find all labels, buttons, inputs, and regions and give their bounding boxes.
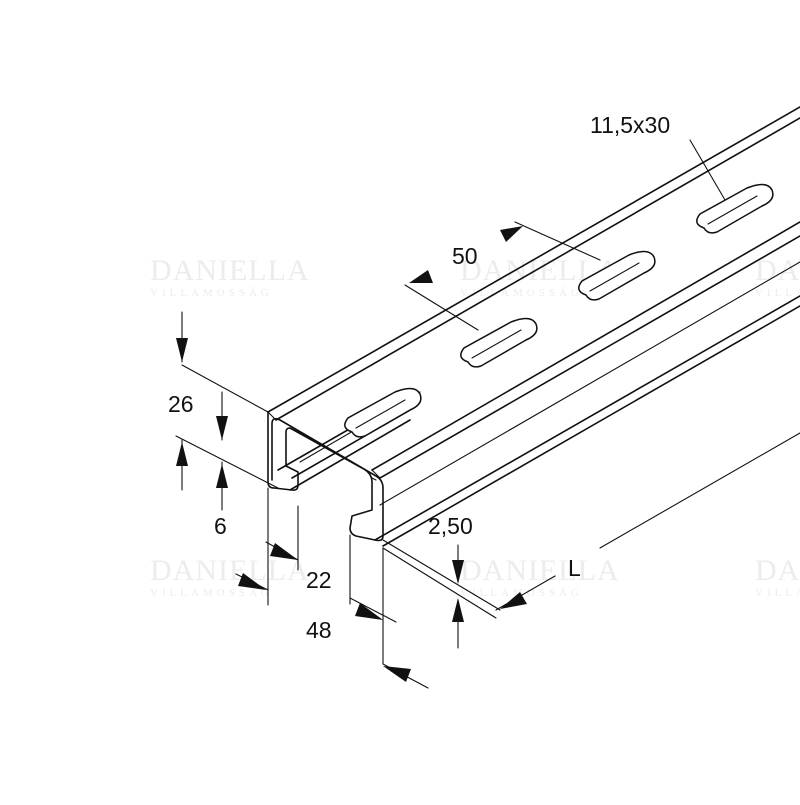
front-bottom-edge <box>374 295 800 541</box>
ext-thickness-b <box>382 547 497 619</box>
front-bottom-inner-edge <box>382 305 800 547</box>
ext-lip <box>175 435 279 489</box>
dim-length <box>599 432 800 549</box>
slot-inner <box>707 195 758 225</box>
front-face-line <box>379 261 800 506</box>
slot-inner <box>355 399 406 429</box>
arrowhead <box>216 464 228 488</box>
label-thickness: 2,50 <box>428 513 473 539</box>
arrowhead <box>216 416 228 440</box>
arrowhead <box>452 560 464 584</box>
label-lip-height: 6 <box>214 513 227 539</box>
arrowhead <box>500 592 527 609</box>
arrowhead <box>383 666 411 682</box>
watermark-sub: VILLAMOSSÁG <box>755 287 800 299</box>
slot-inner <box>471 329 522 359</box>
top-front-inner-edge <box>379 235 800 479</box>
label-length: L <box>568 555 581 581</box>
ext-height-top <box>181 364 269 413</box>
label-slot-pitch: 50 <box>452 243 478 269</box>
watermark-brand: DANIELLA <box>150 254 310 287</box>
watermark-brand: DANIELLA <box>460 554 620 587</box>
arrowhead <box>238 573 266 590</box>
dimension-labels: 11,5x30 50 26 6 22 48 2,50 L <box>168 112 670 643</box>
arrowhead <box>270 543 298 560</box>
ext-pitch-2 <box>404 284 479 331</box>
slot-inner <box>589 262 640 292</box>
arrowhead <box>500 226 523 242</box>
label-width: 48 <box>306 617 332 643</box>
slots <box>344 183 774 438</box>
watermark-sub: VILLAMOSSÁG <box>150 287 273 299</box>
watermark-brand: DANIELLA <box>755 254 800 287</box>
ext-thickness-a <box>382 539 501 611</box>
label-slot-size: 11,5x30 <box>590 112 670 138</box>
ext-pitch-1 <box>514 221 601 261</box>
arrowhead <box>176 442 188 466</box>
arrowhead <box>355 603 383 620</box>
left-lip-edge-3 <box>289 419 411 491</box>
top-front-edge <box>371 221 800 471</box>
watermark-brand: DANIELLA <box>755 554 800 587</box>
watermark-brand: DANIELLA <box>150 554 310 587</box>
watermark-sub: VILLAMOSSÁG <box>755 587 800 599</box>
arrowhead <box>409 270 433 283</box>
arrowhead <box>452 598 464 622</box>
label-height: 26 <box>168 391 194 417</box>
watermark-sub: VILLAMOSSÁG <box>150 587 273 599</box>
top-back-edge <box>267 106 800 413</box>
arrowheads <box>176 226 527 682</box>
label-opening: 22 <box>306 567 332 593</box>
dim-width-a <box>349 597 397 623</box>
profile-cross-section <box>267 411 384 542</box>
top-back-inner-edge <box>275 117 800 421</box>
watermark-sub: VILLAMOSSÁG <box>460 287 583 299</box>
leader-slot <box>689 139 726 201</box>
profile-thickness-marks <box>267 411 381 481</box>
arrowhead <box>176 338 188 362</box>
